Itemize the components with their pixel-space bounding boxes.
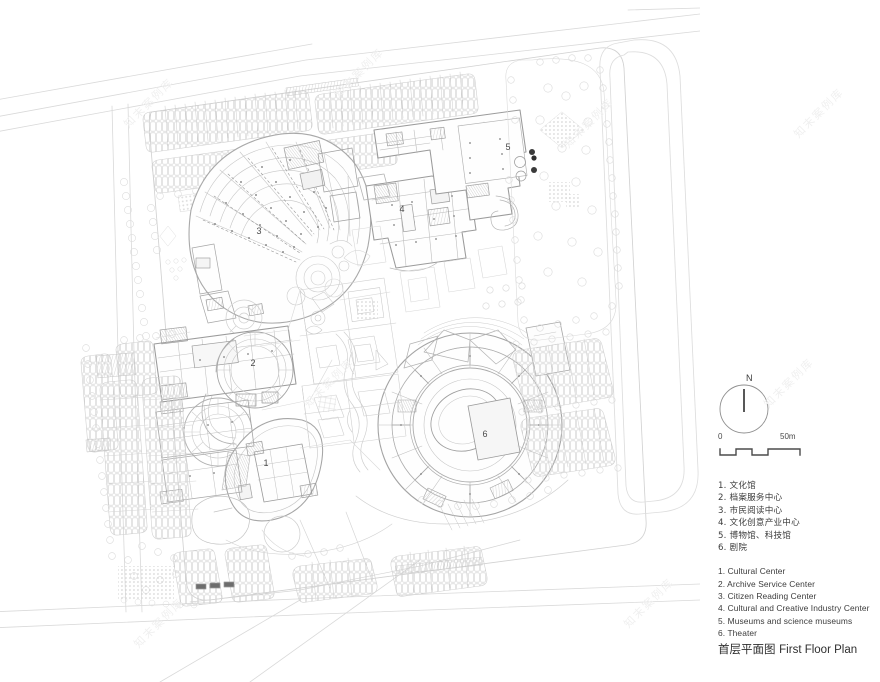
legend-item-en: 2. Archive Service Center	[718, 578, 815, 589]
east-parcel	[599, 39, 699, 515]
tree-row-west	[82, 330, 198, 609]
legend-item-zh: 2. 档案服务中心	[718, 493, 783, 504]
legend-item-en: 4. Cultural and Creative Industry Center	[718, 603, 870, 614]
building-number-2: 2	[250, 358, 255, 368]
legend-item-en: 3. Citizen Reading Center	[718, 591, 817, 602]
legend-item-zh: 4. 文化创意产业中心	[718, 518, 800, 529]
legend-panel: N 0 50m 1. 文化馆 2. 档案服务中心 3. 市民阅读中心 4. 文化…	[700, 0, 880, 682]
pedestrian-paths	[155, 289, 391, 471]
building-number-6: 6	[482, 429, 487, 439]
building-number-3: 3	[256, 226, 261, 236]
central-courtyard-grid	[299, 277, 407, 449]
legend-en-block: 1. Cultural Center 2. Archive Service Ce…	[718, 565, 878, 639]
building-number-4: 4	[399, 204, 404, 214]
building-1-cultural-center	[155, 398, 324, 553]
legend-item-zh: 3. 市民阅读中心	[718, 505, 783, 516]
south-parking	[292, 545, 488, 603]
building-6-theater	[377, 317, 571, 531]
legend-item-en: 5. Museums and science museums	[718, 615, 853, 626]
legend-item-en: 6. Theater	[718, 627, 758, 638]
building-3-citizen-reading-center	[188, 132, 372, 324]
building-5-museums-science	[285, 77, 537, 231]
legend-item-zh: 5. 博物馆、科技馆	[718, 530, 792, 541]
north-arrow: N	[718, 373, 818, 435]
site-plan-drawing: 1 2 3 4 5 6	[0, 7, 700, 682]
building-4-cultural-creative-industry-center	[357, 173, 477, 272]
legend-spacer	[718, 554, 878, 565]
northeast-landscape	[324, 225, 526, 313]
north-circle	[719, 384, 769, 434]
legend-item-en: 1. Cultural Center	[718, 566, 786, 577]
legend-list: 1. 文化馆 2. 档案服务中心 3. 市民阅读中心 4. 文化创意产业中心 5…	[718, 480, 878, 639]
scale-bar: 0 50m	[718, 432, 828, 460]
west-parking	[80, 340, 275, 607]
legend-zh-block: 1. 文化馆 2. 档案服务中心 3. 市民阅读中心 4. 文化创意产业中心 5…	[718, 480, 878, 554]
drawing-title: 首层平面图 First Floor Plan	[718, 641, 857, 657]
drawing-title-en: First Floor Plan	[779, 644, 858, 656]
south-plaza	[189, 511, 521, 603]
building-number-labels: 1 2 3 4 5 6	[250, 142, 510, 468]
drawing-title-zh: 首层平面图	[718, 642, 776, 656]
north-label: N	[746, 373, 753, 383]
scale-start-label: 0	[718, 432, 723, 441]
east-parking	[355, 328, 622, 525]
legend-item-zh: 6. 剧院	[718, 543, 748, 554]
building-number-1: 1	[263, 458, 268, 468]
building-number-5: 5	[505, 142, 510, 152]
legend-item-zh: 1. 文化馆	[718, 481, 756, 491]
scale-end-label: 50m	[780, 432, 796, 441]
east-tree-field	[505, 54, 623, 341]
building-2-archive-service-center	[153, 325, 297, 445]
